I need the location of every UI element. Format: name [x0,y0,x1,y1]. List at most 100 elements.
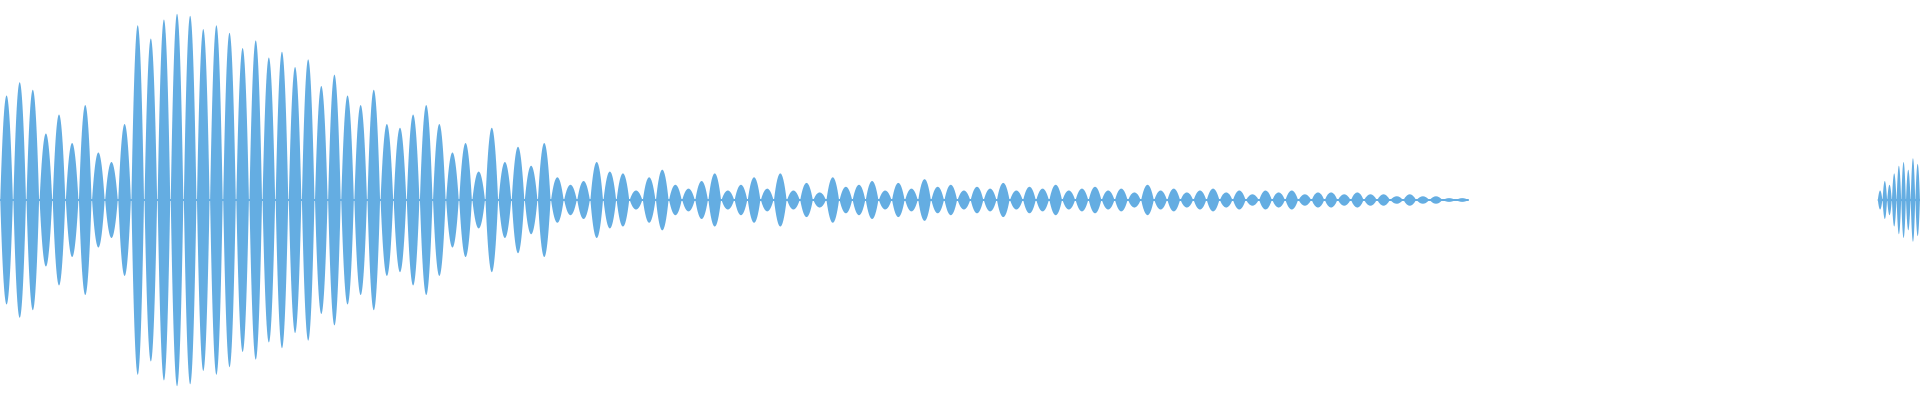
waveform-peak [1416,196,1430,204]
waveform-peak [878,190,892,210]
waveform-peak [118,124,131,276]
waveform-peak [13,82,26,318]
waveform-peak [695,181,708,219]
waveform-peak [498,162,512,238]
waveform-peak [341,95,354,305]
waveform-peak [196,29,210,371]
waveform-peak [105,162,118,238]
waveform-peak [1455,198,1469,202]
waveform-peak [1882,181,1888,219]
waveform-peak [577,181,590,219]
waveform-peak [131,25,144,375]
waveform-peak [524,165,538,235]
waveform-peak [459,143,472,257]
waveform-peak [1101,190,1115,210]
waveform-peak [1193,190,1207,210]
waveform-peak [551,177,564,223]
waveform-peak [92,152,105,248]
waveform-peak [511,146,525,254]
waveform-peak [787,190,800,210]
waveform-peak [747,177,761,223]
waveform-peak [1114,188,1128,212]
waveform-peak [1233,190,1246,210]
waveform-peak [839,186,853,214]
waveform-peak [1915,163,1920,237]
waveform-peak [1088,186,1102,214]
waveform-peak [1364,194,1377,206]
waveform-peak [931,186,944,214]
waveform-peak [249,40,263,360]
waveform-peak [1891,173,1897,227]
waveform-peak [1259,190,1272,210]
waveform-peak [642,177,656,223]
waveform-peak [564,184,577,216]
waveform-peak [183,15,197,385]
waveform-peak [65,143,79,257]
waveform-peak [944,184,958,216]
waveform-peak [1901,162,1906,238]
waveform-peak [800,182,813,218]
waveform-peak [446,152,459,248]
waveform-peak [1906,169,1911,231]
waveform-peak [865,181,879,219]
waveform-peak [315,86,328,314]
waveform-peak [1298,194,1312,206]
waveform-peak [367,89,381,311]
waveform-peak [1896,165,1902,235]
waveform-peak [380,124,394,276]
waveform-peak [774,173,787,227]
waveform-peak [892,182,905,218]
waveform-peak [39,133,53,267]
waveform-peak [1036,188,1049,212]
waveform-peak [170,13,184,387]
waveform-clip-1 [0,13,1469,387]
waveform-peak [1403,194,1417,206]
waveform-peak [1377,194,1390,206]
waveform-peak [983,188,997,212]
waveform-peak [1910,158,1916,242]
waveform-peak [1337,194,1351,206]
waveform-peak [1219,192,1233,208]
waveform-peak [236,48,249,352]
waveform-peak [433,124,446,276]
waveform-peak [1351,192,1364,208]
waveform-peak [1128,192,1141,208]
waveform-peak [78,105,92,295]
waveform-peak [0,95,13,305]
waveform-peak [26,89,40,311]
waveform-peak [393,127,407,273]
waveform-peak [419,105,433,295]
waveform-peak [1167,188,1181,212]
waveform-peak [905,188,918,212]
waveform-peak [1180,192,1194,208]
waveform-peak [1206,188,1220,212]
waveform-peak [590,162,603,238]
waveform-peak [223,32,236,368]
waveform-peak [1311,192,1325,208]
waveform-peak [1429,196,1443,204]
waveform-peak [157,19,171,381]
waveform-peak [852,184,866,216]
waveform-peak [1049,184,1062,216]
waveform-peak [537,143,551,257]
waveform-peak [1285,190,1299,210]
waveform-peak [708,173,722,227]
waveform-peak [1154,190,1167,210]
waveform-clip-2 [1877,158,1920,242]
waveform-peak [288,67,302,333]
waveform-peak [301,59,315,341]
waveform-peak [144,38,158,362]
waveform-peak [1023,186,1036,214]
waveform-peak [603,171,617,229]
waveform-peak [970,186,984,214]
waveform-peak [682,188,695,212]
waveform-peak [1141,184,1154,216]
waveform-peak [734,184,748,216]
waveform-peak [1272,192,1285,208]
waveform-peak [1246,194,1259,206]
waveform-peak [813,192,826,208]
waveform-layer [0,13,1920,387]
waveform-peak [826,177,840,223]
